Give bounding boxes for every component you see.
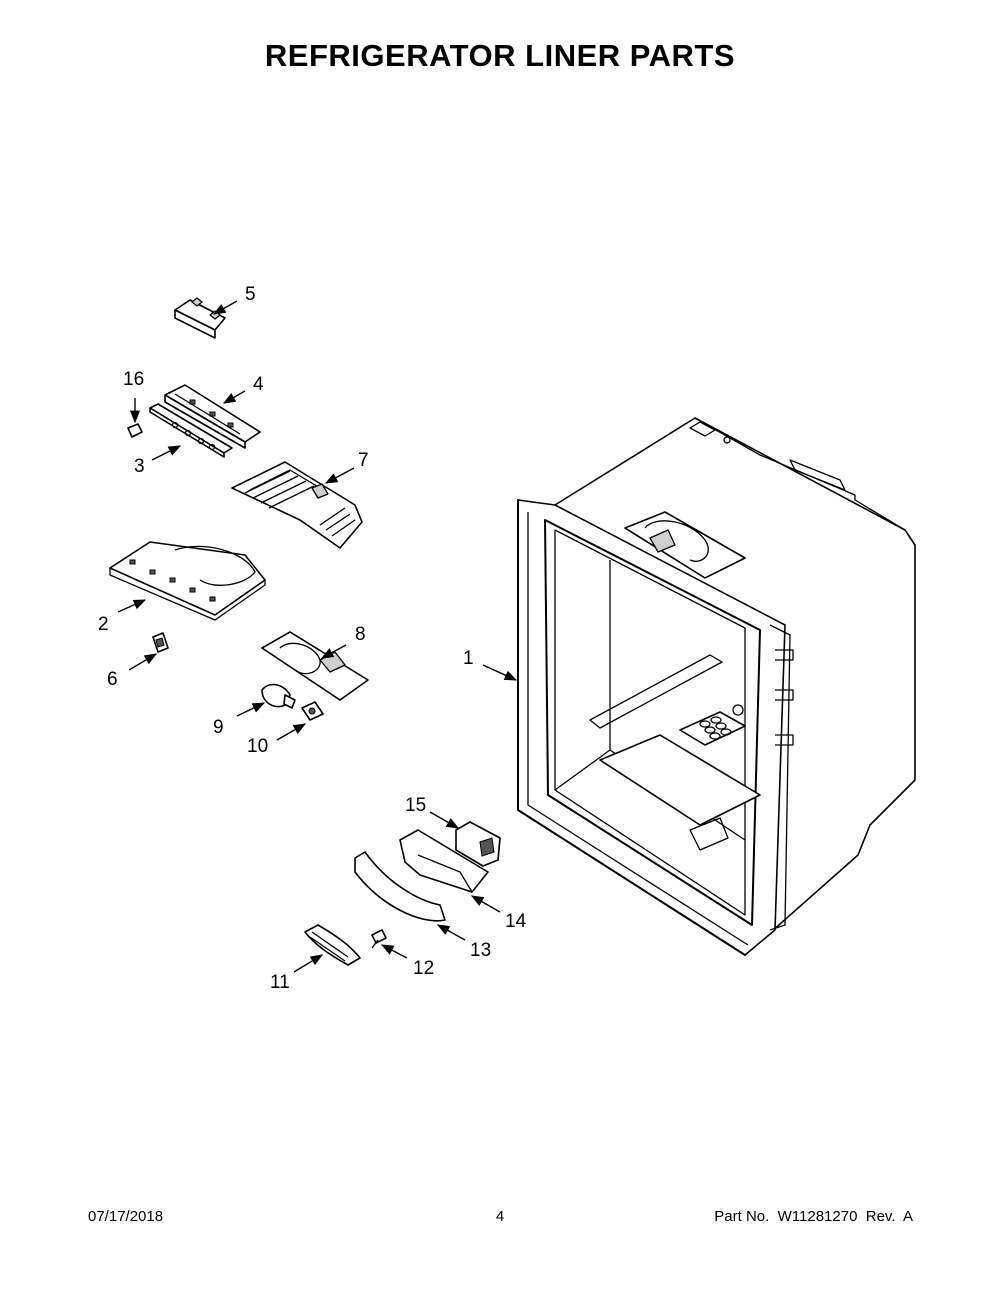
footer-page-number: 4 (495, 1208, 505, 1225)
footer-part-number: Part No. W11281270 Rev. A (714, 1208, 913, 1225)
callout-10: 10 (247, 736, 268, 757)
callout-15: 15 (405, 795, 426, 816)
callout-16: 16 (123, 369, 144, 390)
callout-4: 4 (253, 374, 264, 395)
part-7-cover (231, 461, 363, 549)
callout-9: 9 (213, 717, 224, 738)
part-16-clip (127, 423, 143, 438)
part-4 (164, 384, 261, 449)
part-11-lens (304, 924, 361, 966)
part-13-bezel (354, 851, 446, 922)
callout-5: 5 (245, 284, 256, 305)
page-title: REFRIGERATOR LINER PARTS (264, 38, 736, 73)
callout-6: 6 (107, 669, 118, 690)
callout-13: 13 (470, 940, 491, 961)
callout-7: 7 (358, 450, 369, 471)
callout-labels: 5 4 16 3 7 2 6 8 1 9 10 15 14 13 12 11 (98, 284, 527, 993)
callout-arrows (117, 300, 518, 973)
callout-3: 3 (134, 456, 145, 477)
part-12-screw (371, 929, 387, 949)
part-14-bracket (399, 829, 489, 893)
callout-12: 12 (413, 958, 434, 979)
part-9-bulb (261, 683, 296, 709)
part-10-socket (301, 701, 324, 721)
callout-11: 11 (270, 972, 290, 993)
part-5 (174, 297, 226, 339)
footer-date: 07/17/2018 (88, 1208, 164, 1225)
part-2-panel (109, 541, 266, 621)
callout-2: 2 (98, 614, 109, 635)
callout-14: 14 (505, 911, 527, 932)
callout-1: 1 (463, 648, 474, 669)
part-15-module (455, 821, 501, 867)
part-3-bracket (149, 403, 233, 458)
callout-8: 8 (355, 624, 366, 645)
part-6-switch (152, 632, 169, 653)
part-1-liner (517, 417, 916, 956)
